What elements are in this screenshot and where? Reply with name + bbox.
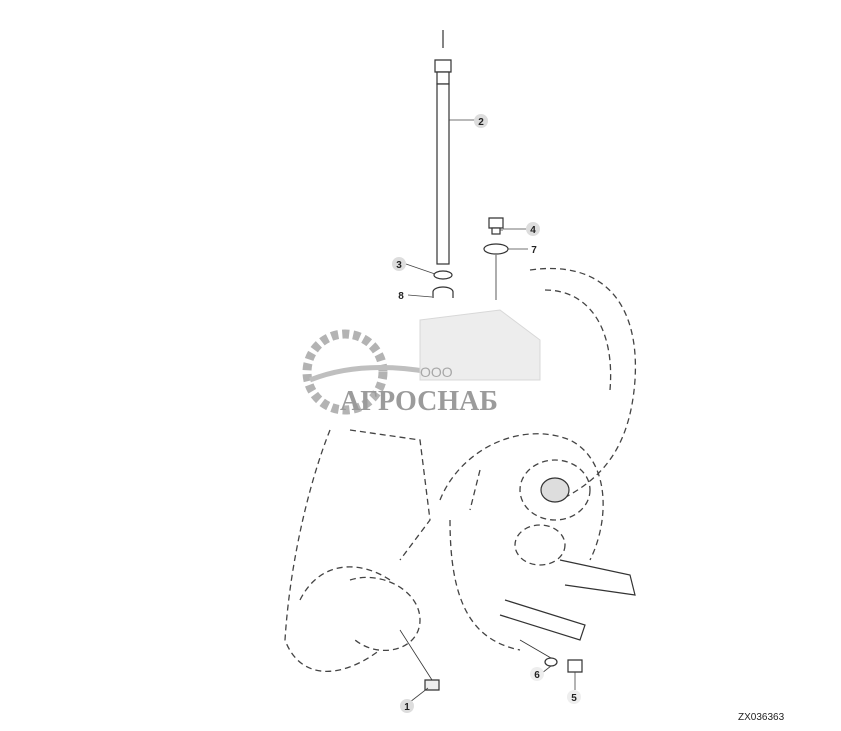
svg-text:4: 4 [530, 225, 536, 236]
svg-text:7: 7 [531, 245, 537, 256]
callout-2: 2 [474, 114, 488, 128]
callout-7: 7 [531, 245, 537, 256]
callout-1: 1 [400, 699, 414, 713]
callout-5: 5 [567, 690, 581, 704]
svg-text:2: 2 [478, 117, 484, 128]
callout-3: 3 [392, 257, 406, 271]
callout-6: 6 [530, 667, 544, 681]
callout-4: 4 [526, 222, 540, 236]
output-shaft [559, 559, 636, 596]
plug-part-5 [567, 659, 583, 673]
svg-text:8: 8 [398, 291, 404, 302]
part-8 [432, 286, 454, 298]
watermark-logo: ООО АГРОСНАБ [302, 309, 541, 417]
o-ring-part-7 [483, 243, 509, 255]
tube-part-2 [436, 83, 450, 265]
svg-text:3: 3 [396, 260, 402, 271]
plug-part-4 [488, 217, 504, 229]
svg-text:5: 5 [571, 693, 577, 704]
callout-8: 8 [398, 291, 404, 302]
splined-shaft [499, 599, 586, 641]
tube-fitting [434, 59, 452, 73]
drawing-code: ZX036363 [738, 712, 785, 723]
svg-text:6: 6 [534, 670, 540, 681]
washer-part-3 [433, 270, 453, 280]
fitting-part-1 [424, 679, 440, 691]
washer-part-6 [544, 657, 558, 667]
gearbox-housing [284, 267, 637, 672]
watermark-line2: АГРОСНАБ [340, 386, 498, 417]
svg-text:1: 1 [404, 702, 410, 713]
watermark-line1: ООО [420, 364, 453, 380]
